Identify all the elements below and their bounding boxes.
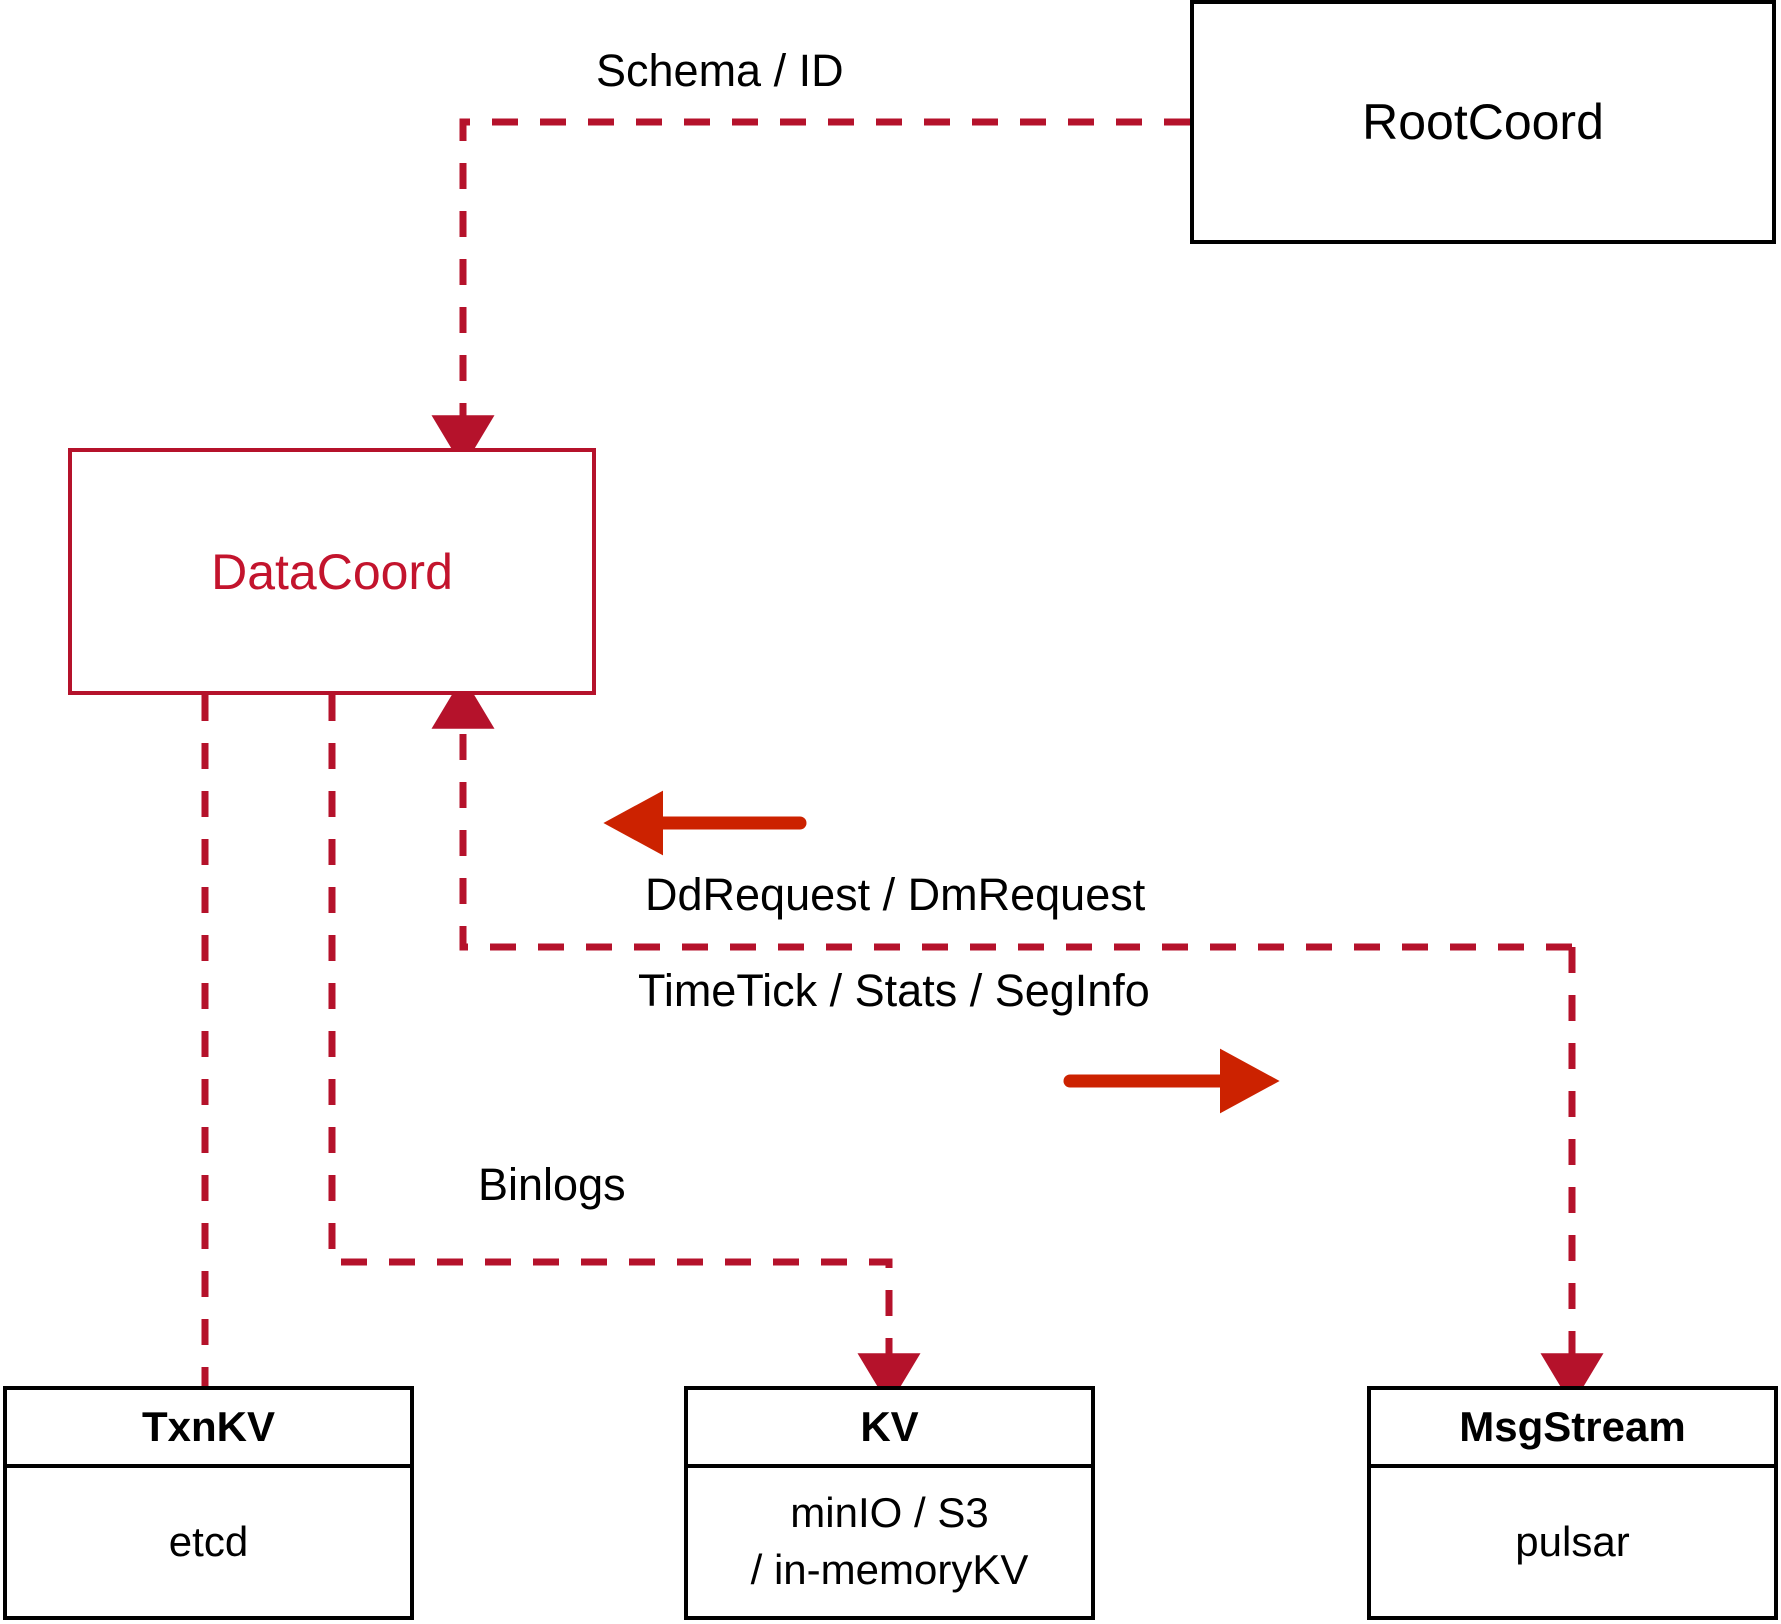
edge-label-binlogs: Binlogs: [478, 1159, 626, 1210]
edge-ddrequest-dmrequest: [431, 676, 1572, 951]
node-txnkv-sub-0: etcd: [168, 1517, 249, 1565]
node-txnkv-body: etcd: [7, 1468, 410, 1616]
edge-binlogs: [328, 695, 921, 1406]
node-msgstream-sub-0: pulsar: [1515, 1517, 1630, 1565]
node-msgstream[interactable]: MsgStream pulsar: [1367, 1386, 1778, 1620]
edge-label-schema-id: Schema / ID: [596, 45, 844, 96]
node-msgstream-title: MsgStream: [1371, 1390, 1774, 1468]
node-rootcoord-label: RootCoord: [1362, 93, 1604, 150]
node-datacoord[interactable]: DataCoord: [68, 448, 596, 695]
node-rootcoord[interactable]: RootCoord: [1190, 0, 1776, 244]
node-kv-sub-0: minIO / S3: [790, 1489, 989, 1537]
node-kv-sub-1: / in-memoryKV: [750, 1546, 1029, 1593]
edge-label-timetick-stats-seginfo: TimeTick / Stats / SegInfo: [638, 965, 1150, 1016]
edge-schema-id: [431, 118, 1190, 468]
node-msgstream-body: pulsar: [1371, 1468, 1774, 1616]
node-txnkv[interactable]: TxnKV etcd: [3, 1386, 414, 1620]
node-datacoord-label: DataCoord: [211, 543, 453, 600]
node-kv-body: minIO / S3 / in-memoryKV: [688, 1468, 1091, 1616]
node-kv-title: KV: [688, 1390, 1091, 1468]
edge-label-ddrequest-dmrequest: DdRequest / DmRequest: [645, 869, 1146, 920]
node-kv[interactable]: KV minIO / S3 / in-memoryKV: [684, 1386, 1095, 1620]
node-txnkv-title: TxnKV: [7, 1390, 410, 1468]
